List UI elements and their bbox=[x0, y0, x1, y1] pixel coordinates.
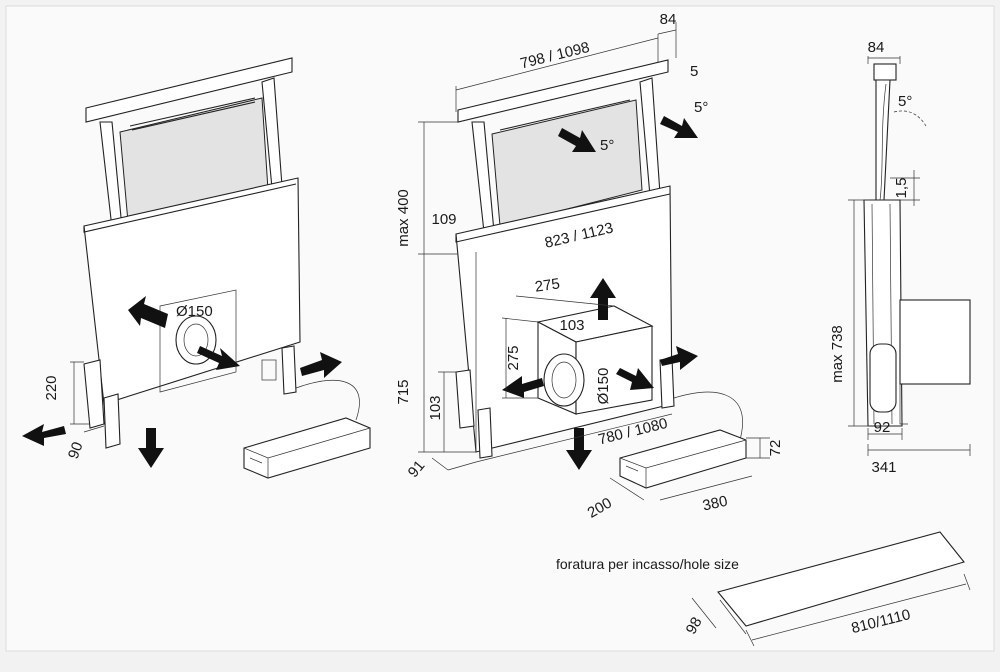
center-diameter-label: Ø150 bbox=[595, 368, 612, 405]
left-view: 220 90 Ø150 bbox=[22, 57, 371, 479]
arrow-right-icon bbox=[558, 128, 596, 152]
right-top-cap bbox=[873, 63, 897, 81]
left-duct-plate bbox=[159, 289, 237, 393]
center-max-height-label: max 400 bbox=[395, 189, 412, 247]
center-top-offset-label: 5 bbox=[690, 63, 698, 80]
center-duct-circle bbox=[543, 353, 585, 407]
arrow-down-icon bbox=[138, 428, 164, 468]
arrow-right-icon bbox=[197, 346, 240, 370]
left-diameter-label: Ø150 bbox=[176, 303, 213, 320]
center-view: 798 / 1098 84 5 bbox=[395, 11, 784, 522]
center-tilt-1-label: 5° bbox=[600, 137, 614, 154]
arrow-right-icon bbox=[616, 368, 654, 390]
center-motor-width-label: 380 bbox=[701, 493, 729, 515]
arrow-left-icon bbox=[502, 376, 544, 398]
right-motor bbox=[899, 299, 971, 385]
right-depth-inner-label: 92 bbox=[874, 419, 891, 436]
left-top-panel bbox=[85, 57, 293, 123]
center-box-depth-label: 103 bbox=[559, 317, 584, 334]
right-top-depth-label: 84 bbox=[868, 39, 885, 56]
left-motor-box bbox=[243, 417, 371, 479]
arrow-left-icon bbox=[128, 296, 168, 328]
center-post-1 bbox=[455, 369, 475, 429]
center-side-label: 109 bbox=[431, 211, 456, 228]
center-glass-panel bbox=[491, 99, 643, 227]
center-box-front bbox=[575, 325, 653, 415]
arrow-down-icon bbox=[566, 428, 592, 470]
center-tilt-2-label: 5° bbox=[694, 99, 708, 116]
left-post-1 bbox=[83, 359, 105, 429]
left-height-label: 220 bbox=[43, 375, 60, 400]
arrow-right-icon bbox=[660, 116, 698, 138]
right-duct bbox=[869, 343, 897, 413]
center-post-2 bbox=[477, 407, 493, 459]
arrow-right-icon bbox=[300, 352, 342, 378]
right-depth-total-label: 341 bbox=[871, 459, 896, 476]
center-top-depth-label: 84 bbox=[660, 11, 677, 28]
arrow-up-icon bbox=[590, 278, 616, 320]
hole-depth-label: 98 bbox=[683, 614, 706, 637]
center-motor-height-label: 72 bbox=[767, 440, 784, 457]
right-view: 84 5° 1,5 max 738 92 341 bbox=[829, 39, 971, 476]
right-max-height-label: max 738 bbox=[829, 325, 846, 383]
hole-outline bbox=[717, 531, 965, 627]
center-base-height-label: 103 bbox=[427, 395, 444, 420]
right-gap-label: 1,5 bbox=[893, 178, 910, 199]
hole-caption: foratura per incasso/hole size bbox=[556, 556, 739, 572]
left-post-2 bbox=[103, 393, 121, 449]
left-post-3 bbox=[281, 345, 297, 395]
left-depth-label: 90 bbox=[65, 440, 87, 461]
center-top-panel bbox=[457, 59, 669, 123]
center-box-height-label: 275 bbox=[505, 345, 522, 370]
arrow-right-icon bbox=[660, 346, 698, 370]
center-height-label: 715 bbox=[395, 379, 412, 404]
center-box-width-label: 275 bbox=[534, 275, 561, 295]
arrow-left-icon bbox=[22, 424, 66, 446]
left-body bbox=[83, 177, 301, 405]
right-tilt-label: 5° bbox=[898, 93, 912, 110]
